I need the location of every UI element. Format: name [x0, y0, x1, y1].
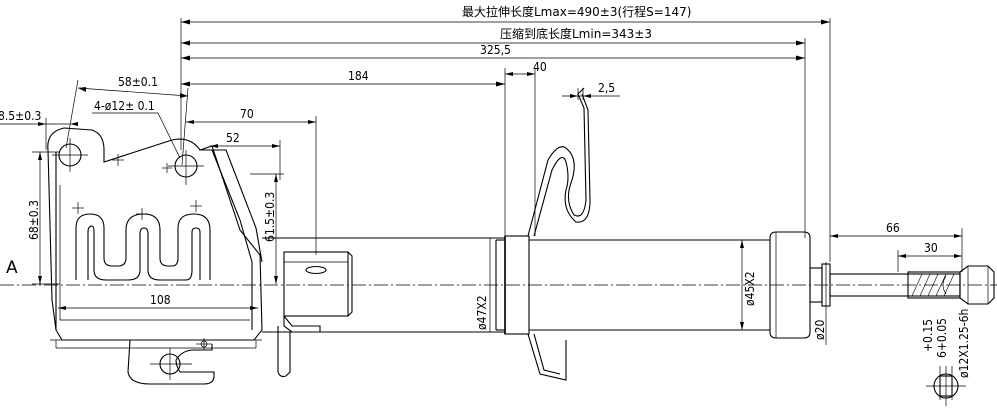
dim-30: 30 — [924, 241, 938, 255]
dim-68: 68±0.3 — [27, 200, 41, 240]
dim-8-5: 8.5±0.3 — [0, 109, 41, 123]
dim-70: 70 — [240, 107, 254, 121]
dim-2-5: 2,5 — [598, 81, 615, 95]
dim-tol-upper: +0.15 — [921, 319, 935, 352]
dim-184-group: 184 — [181, 69, 505, 87]
dim-184: 184 — [348, 69, 369, 83]
max-length-label: 最大拉伸长度Lmax=490±3(行程S=147) — [462, 4, 691, 19]
bracket-dimensions: 58±0.1 4-ø12± 0.1 70 52 8.5±0.3 68±0.3 — [0, 75, 317, 310]
dim-thread: ø12X1.25-6h — [957, 309, 971, 378]
dim-108: 108 — [150, 293, 171, 307]
knuckle-bracket — [47, 127, 263, 385]
rod-end-view — [926, 366, 966, 406]
dim-tol-main: 6+0.05 — [935, 318, 949, 358]
dim-dia45: ø45X2 — [743, 271, 757, 306]
dim-325-5: 325,5 — [480, 43, 511, 57]
dim-52: 52 — [226, 131, 240, 145]
spring-seat-dimensions: 40 2,5 — [504, 60, 620, 236]
dim-61-5: 61.5±0.3 — [263, 192, 277, 242]
min-length-label: 压缩到底长度Lmin=343±3 — [500, 26, 652, 41]
section-label: A — [6, 258, 18, 278]
dim-dia47: ø47X2 — [475, 295, 489, 330]
dim-58: 58±0.1 — [118, 75, 158, 89]
rod-dimensions: 66 30 — [830, 221, 963, 272]
dim-holes: 4-ø12± 0.1 — [94, 99, 155, 113]
overall-length-dimensions: 最大拉伸长度Lmax=490±3(行程S=147) 压缩到底长度Lmin=343… — [180, 4, 831, 262]
shock-body — [262, 87, 995, 381]
dim-dia20: ø20 — [813, 320, 827, 340]
dim-66: 66 — [886, 221, 900, 235]
dim-40: 40 — [533, 60, 547, 74]
